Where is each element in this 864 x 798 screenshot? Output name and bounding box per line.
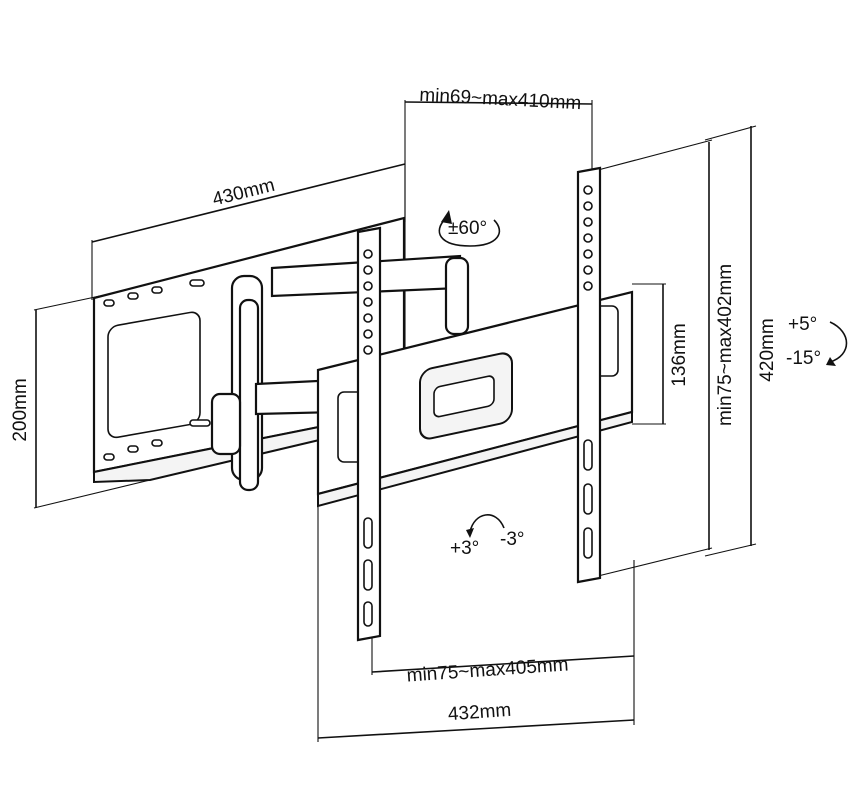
dimension-136mm: 136mm xyxy=(632,283,690,425)
tv-rail xyxy=(316,290,634,508)
label-vesa-vertical: min75~max402mm xyxy=(715,264,736,426)
label-430mm: 430mm xyxy=(210,175,277,211)
label-tilt-down: -15° xyxy=(786,348,821,369)
vertical-bracket-right xyxy=(576,166,602,584)
swivel-indicator: ±60° xyxy=(438,210,501,247)
label-tilt-up: +5° xyxy=(788,314,817,335)
dimension-420mm: 420mm xyxy=(704,125,778,557)
vertical-bracket-left xyxy=(356,226,382,642)
label-extension: min69~max410mm xyxy=(419,85,582,114)
dimension-432mm: 432mm xyxy=(317,505,635,742)
tilt-arrow-icon xyxy=(826,357,836,366)
label-swivel: ±60° xyxy=(448,218,487,239)
dimension-vesa-vertical: min75~max402mm xyxy=(597,139,736,577)
rotation-indicator: +3° -3° xyxy=(450,514,525,559)
dimension-200mm: 200mm xyxy=(10,295,151,509)
label-rotation-right: -3° xyxy=(500,529,525,550)
label-136mm: 136mm xyxy=(669,323,690,386)
swivel-arrow-icon xyxy=(441,210,452,224)
tilt-indicator: +5° -15° xyxy=(786,314,848,369)
rotation-arrow-icon xyxy=(466,528,474,538)
label-420mm: 420mm xyxy=(757,318,778,381)
label-vesa-horizontal: min75~max405mm xyxy=(406,654,569,686)
label-432mm: 432mm xyxy=(447,700,512,725)
label-rotation-left: +3° xyxy=(450,538,479,559)
label-200mm: 200mm xyxy=(10,378,31,441)
